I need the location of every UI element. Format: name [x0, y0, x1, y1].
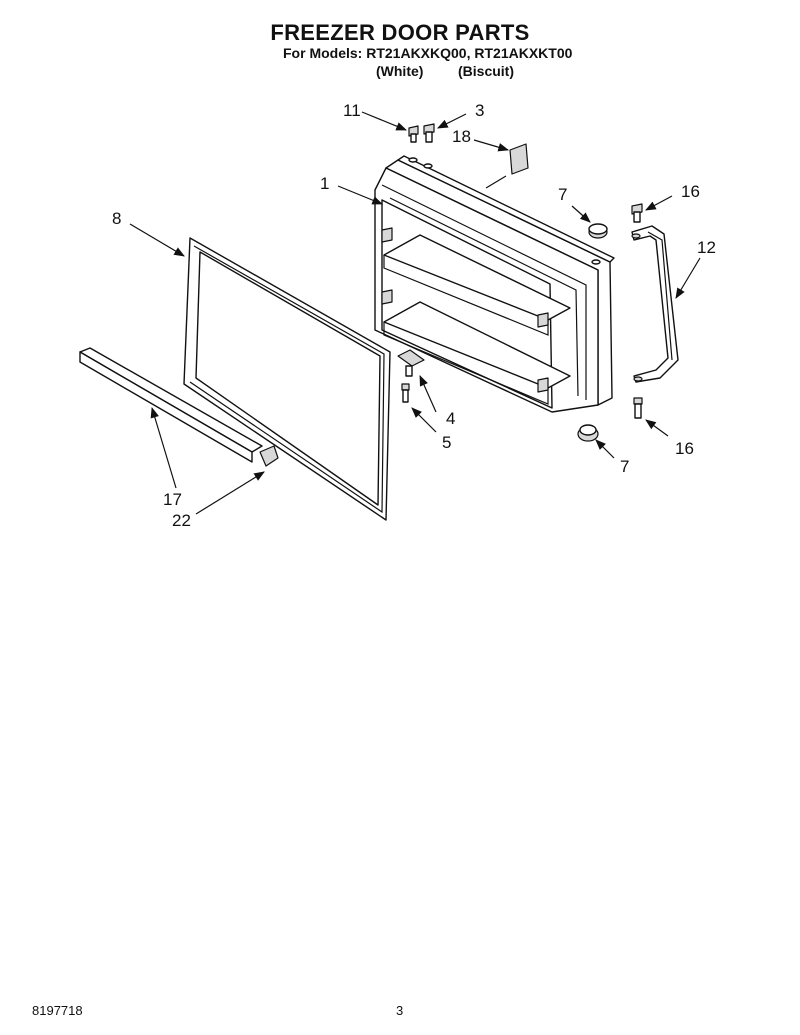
- callout-16-top: 16: [681, 182, 700, 201]
- callout-17: 17: [163, 490, 182, 509]
- trim-strip-part: [79, 347, 263, 463]
- callout-1: 1: [320, 174, 329, 193]
- variant-white-label: (White): [376, 63, 424, 79]
- screw-11: [408, 125, 419, 143]
- callout-8: 8: [112, 209, 121, 228]
- callout-22: 22: [172, 511, 191, 530]
- screw-16-top: [631, 203, 643, 223]
- bearing-7-bottom: [577, 424, 599, 442]
- models-line: For Models: RT21AKXKQ00, RT21AKXKT00: [283, 45, 573, 61]
- door-panel-part: [374, 155, 615, 413]
- hinge-bracket-4: [397, 349, 425, 377]
- callout-3: 3: [475, 101, 484, 120]
- label-18: [509, 143, 529, 175]
- screw-5: [401, 383, 410, 403]
- door-gasket-part: [183, 237, 391, 521]
- screw-16-bottom: [633, 397, 643, 419]
- callout-18: 18: [452, 127, 471, 146]
- door-handle-part: [631, 225, 679, 383]
- variant-biscuit-label: (Biscuit): [458, 63, 514, 79]
- callout-4: 4: [446, 409, 455, 428]
- page-number: 3: [396, 1003, 404, 1018]
- end-cap-part: [259, 445, 279, 467]
- callout-12: 12: [697, 238, 716, 257]
- leader-lines: [129, 111, 701, 515]
- page-title: FREEZER DOOR PARTS: [270, 20, 530, 45]
- plug-button-7-top: [588, 223, 608, 239]
- screw-3: [423, 123, 435, 143]
- callout-16-bottom: 16: [675, 439, 694, 458]
- callout-11: 11: [343, 101, 361, 120]
- callout-7-top: 7: [558, 185, 567, 204]
- document-number: 8197718: [32, 1003, 83, 1018]
- callout-5: 5: [442, 433, 451, 452]
- callout-7-bottom: 7: [620, 457, 629, 476]
